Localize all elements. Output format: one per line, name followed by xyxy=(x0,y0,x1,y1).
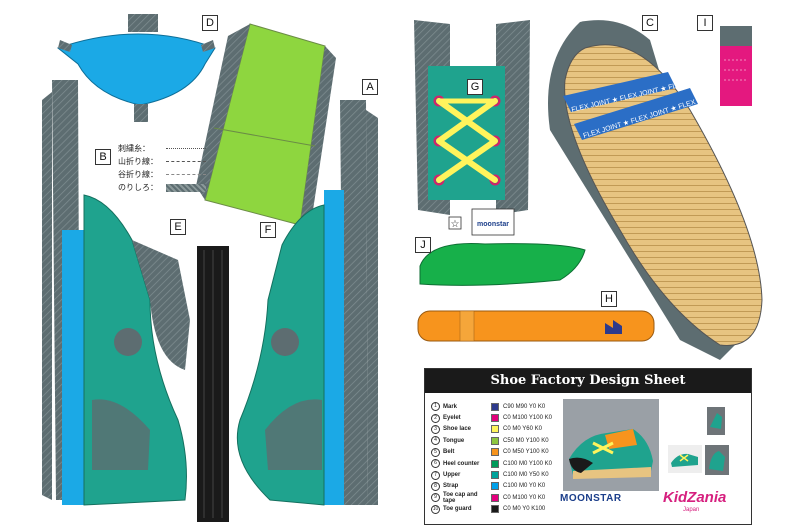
part-b-left-upper xyxy=(42,80,190,506)
moonstar-logo: MOONSTAR xyxy=(560,493,622,504)
part-color-swatch xyxy=(491,493,499,502)
part-a-right-upper xyxy=(236,100,378,506)
kidzania-logo-sub: Japan xyxy=(683,507,700,513)
part-color-code: C100 M0 Y50 K0 xyxy=(503,472,549,479)
label-b: B xyxy=(95,149,111,165)
part-i-pink-piece xyxy=(720,26,752,106)
legend-row-glue-tab: のりしろ： xyxy=(118,181,206,194)
legend-row-embroidery: 刺繍糸： xyxy=(118,142,206,155)
part-number: 3 xyxy=(431,424,440,434)
part-e-toe-guard-strip xyxy=(197,246,229,522)
part-color-code: C0 M0 Y60 K0 xyxy=(503,426,542,433)
moonstar-tag: moonstar ☆ xyxy=(448,208,515,236)
label-j: J xyxy=(415,237,431,253)
part-name: Belt xyxy=(443,449,455,456)
legend-row-valley-fold: 谷折り線： xyxy=(118,168,206,181)
part-number: 1 xyxy=(431,402,440,412)
part-color-swatch xyxy=(491,505,499,514)
part-color-code: C0 M50 Y100 K0 xyxy=(503,449,549,456)
label-d: D xyxy=(202,15,218,31)
part-color-swatch xyxy=(491,482,499,491)
part-j-heel-counter xyxy=(419,242,586,286)
legend-swatch xyxy=(166,161,206,162)
label-f: F xyxy=(260,222,276,238)
part-color-swatch xyxy=(491,436,499,445)
shoe-thumbnail-1 xyxy=(707,407,725,435)
part-color-swatch xyxy=(491,425,499,434)
part-g-lace-panel xyxy=(414,20,530,215)
part-name: Upper xyxy=(443,472,461,479)
part-number: 5 xyxy=(431,447,440,457)
part-color-code: C90 M90 Y0 K0 xyxy=(503,403,546,410)
part-color-swatch xyxy=(491,402,499,411)
label-h: H xyxy=(601,291,617,307)
shoe-thumbnail-3 xyxy=(705,445,729,475)
part-name: Toe cap and tape xyxy=(443,491,478,504)
label-g: G xyxy=(467,79,483,95)
legend-swatch xyxy=(166,148,206,149)
part-name: Tongue xyxy=(443,437,465,444)
legend-label: 山折り線： xyxy=(118,157,158,166)
legend-label: のりしろ： xyxy=(118,183,158,192)
part-color-code: C0 M0 Y0 K100 xyxy=(503,506,546,513)
label-a: A xyxy=(362,79,378,95)
part-c-sole: FLEX JOINT ★ FLEX JOINT ★ FLEX FLEX JOIN… xyxy=(548,20,763,361)
legend-row-mountain-fold: 山折り線： xyxy=(118,155,206,168)
part-number: 2 xyxy=(431,413,440,423)
part-name: Heel counter xyxy=(443,460,480,467)
line-legend: 刺繍糸： 山折り線： 谷折り線： のりしろ： xyxy=(118,142,206,194)
label-i: I xyxy=(697,15,713,31)
part-number: 4 xyxy=(431,436,440,446)
part-color-code: C100 M0 Y100 K0 xyxy=(503,460,552,467)
part-color-code: C100 M0 Y0 K0 xyxy=(503,483,546,490)
part-number: 8 xyxy=(431,481,440,491)
kidzania-logo: KidZania xyxy=(663,489,727,506)
legend-swatch xyxy=(166,183,206,192)
part-color-code: C50 M0 Y100 K0 xyxy=(503,437,549,444)
part-color-swatch xyxy=(491,471,499,480)
part-number: 10 xyxy=(431,504,440,514)
part-f-tongue xyxy=(196,23,336,230)
part-color-swatch xyxy=(491,448,499,457)
part-name: Toe guard xyxy=(443,506,472,513)
part-h-belt xyxy=(417,310,655,342)
legend-label: 谷折り線： xyxy=(118,170,158,179)
sheet-title: Shoe Factory Design Sheet xyxy=(425,369,751,393)
tag-text: moonstar xyxy=(477,221,509,228)
part-number: 9 xyxy=(431,493,440,503)
legend-swatch xyxy=(166,174,206,175)
part-name: Shoe lace xyxy=(443,426,472,433)
part-color-swatch xyxy=(491,414,499,423)
shoe-preview-image xyxy=(563,399,659,491)
part-name: Eyelet xyxy=(443,415,461,422)
label-e: E xyxy=(170,219,186,235)
part-name: Strap xyxy=(443,483,459,490)
legend-label: 刺繍糸： xyxy=(118,144,150,153)
part-color-swatch xyxy=(491,459,499,468)
part-d-blue-piece xyxy=(56,14,216,122)
part-number: 7 xyxy=(431,470,440,480)
part-color-code: C0 M100 Y0 K0 xyxy=(503,494,546,501)
star-icon: ☆ xyxy=(451,219,460,230)
part-color-code: C0 M100 Y100 K0 xyxy=(503,415,552,422)
shoe-thumbnail-2 xyxy=(668,445,702,473)
label-c: C xyxy=(642,15,658,31)
part-name: Mark xyxy=(443,403,458,410)
part-number: 6 xyxy=(431,459,440,469)
